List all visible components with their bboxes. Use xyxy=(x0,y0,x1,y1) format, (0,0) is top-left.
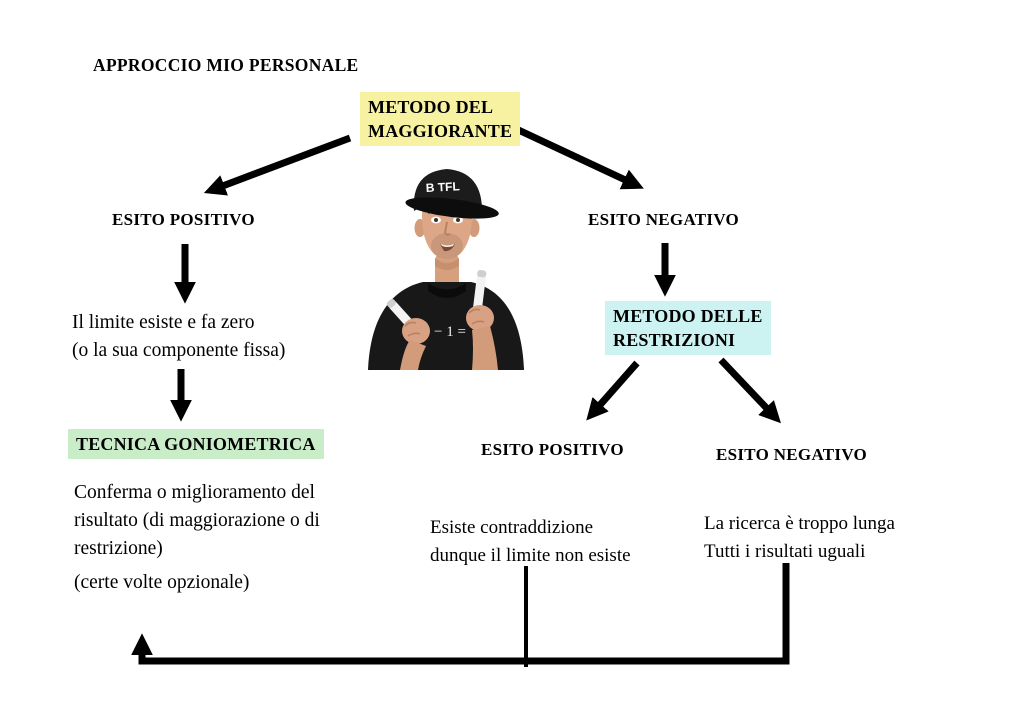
text-certe-volte-opzionale: (certe volte opzionale) xyxy=(74,572,250,593)
marker-pen-right xyxy=(473,270,487,313)
text-line: Il limite esiste e fa zero xyxy=(72,312,255,333)
presenter-pupil xyxy=(434,218,438,222)
text-line: risultato (di maggiorazione o di xyxy=(74,510,320,531)
presenter-right-wrist xyxy=(472,326,498,370)
arrow-restrizioni-to-sub-negativo xyxy=(718,357,781,424)
node-tecnica-goniometrica: TECNICA GONIOMETRICA xyxy=(68,429,324,459)
presenter-left-wrist xyxy=(400,340,426,370)
page-title: APPROCCIO MIO PERSONALE xyxy=(93,55,359,75)
presenter-pupil xyxy=(456,218,460,222)
presenter-right-fingers xyxy=(468,308,485,325)
text-line: (o la sua componente fissa) xyxy=(72,340,286,361)
node-line: RESTRIZIONI xyxy=(613,330,736,350)
presenter-mouth xyxy=(440,244,455,252)
presenter-teeth xyxy=(441,244,454,247)
node-metodo-del-maggiorante: METODO DEL MAGGIORANTE xyxy=(360,92,521,146)
text-line: Tutti i risultati uguali xyxy=(704,541,866,562)
node-metodo-delle-restrizioni: METODO DELLE RESTRIZIONI xyxy=(605,301,771,355)
node-esito-positivo-left: ESITO POSITIVO xyxy=(112,210,255,229)
text-line: La ricerca è troppo lunga xyxy=(704,513,895,534)
text-line: dunque il limite non esiste xyxy=(430,545,631,566)
presenter-right-fist xyxy=(466,305,494,331)
node-esito-negativo-sub: ESITO NEGATIVO xyxy=(716,445,868,464)
node-line: MAGGIORANTE xyxy=(368,121,513,141)
presenter-neck-shadow xyxy=(435,258,459,270)
node-esito-positivo-sub: ESITO POSITIVO xyxy=(481,440,624,459)
presenter-shirt-formula: − 1 = xyxy=(434,324,466,340)
arrow-root-to-esito-positivo xyxy=(203,134,352,196)
text-limite-esiste: Il limite esiste e fa zero (o la sua com… xyxy=(72,309,285,365)
node-line: METODO DEL xyxy=(368,97,494,117)
node-esito-negativo-right: ESITO NEGATIVO xyxy=(588,210,740,229)
presenter-cap-logo: B TFL xyxy=(425,179,460,195)
text-ricerca-troppo-lunga: La ricerca è troppo lunga Tutti i risult… xyxy=(704,510,895,566)
text-line: restrizione) xyxy=(74,538,163,559)
text-line: Conferma o miglioramento del xyxy=(74,482,315,503)
text-line: Esiste contraddizione xyxy=(430,517,594,538)
presenter-cap-brim xyxy=(405,197,499,219)
node-line: METODO DELLE xyxy=(613,306,763,326)
presenter-nose xyxy=(443,221,451,236)
presenter-shirt-collar xyxy=(428,283,466,298)
presenter-left-fingers xyxy=(404,321,421,337)
text-conferma-miglioramento: Conferma o miglioramento del risultato (… xyxy=(74,479,320,563)
presenter-photo: − 1 = xyxy=(368,169,524,370)
arrow-restrizioni-to-sub-positivo xyxy=(586,360,640,421)
text-esiste-contraddizione: Esiste contraddizione dunque il limite n… xyxy=(430,514,631,570)
presenter-left-fist xyxy=(402,318,430,344)
